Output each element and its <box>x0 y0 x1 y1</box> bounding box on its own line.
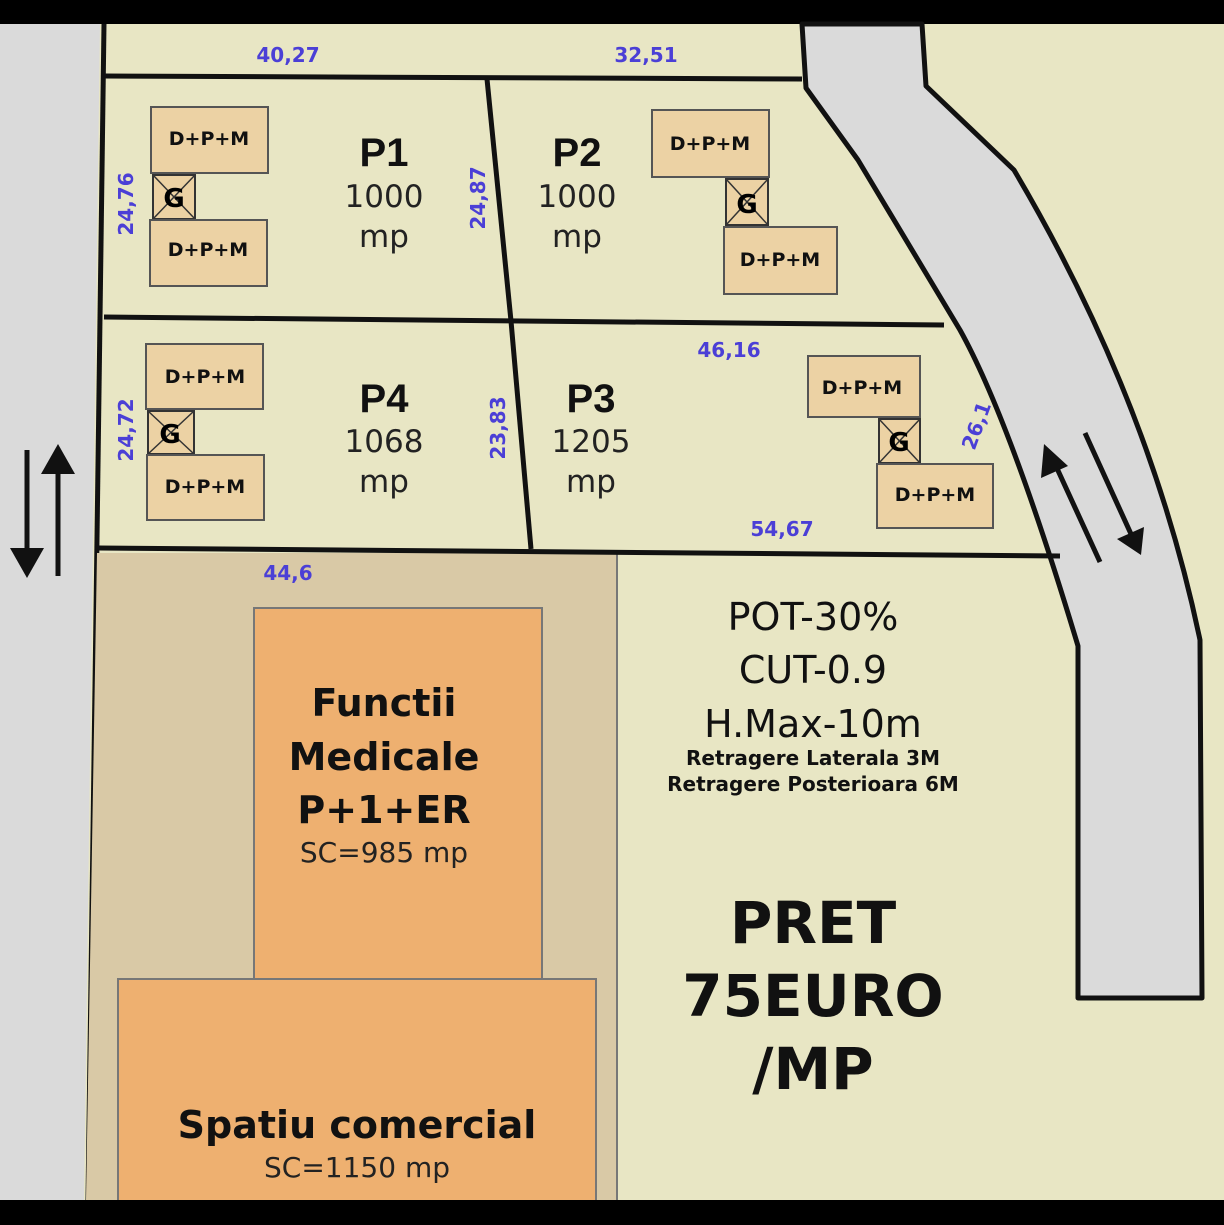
urban-regulations: POT-30% CUT-0.9 H.Max-10m Retragere Late… <box>667 595 959 796</box>
lot-area: 1068 <box>345 424 424 460</box>
garage-icon: G <box>152 174 196 220</box>
lot-area-unit: mp <box>359 464 409 500</box>
lot-name: P1 <box>360 131 409 175</box>
two-way-arrow-icon <box>10 444 75 578</box>
garage-icon: G <box>878 418 921 464</box>
lot-area-unit: mp <box>359 219 409 255</box>
building-label: Spatiu comercial <box>178 1103 537 1147</box>
cut-label: CUT-0.9 <box>739 648 887 692</box>
garage-icon: G <box>725 178 769 226</box>
house <box>651 109 770 178</box>
dimension-label: 44,6 <box>263 561 312 585</box>
lot-area: 1000 <box>538 179 617 215</box>
rear-setback-label: Retragere Posterioara 6M <box>667 772 959 796</box>
pot-label: POT-30% <box>728 595 899 639</box>
lot-boundaries <box>98 73 1061 559</box>
two-way-arrow-icon <box>1041 431 1144 564</box>
dimension-label: 24,76 <box>114 172 138 235</box>
house <box>807 355 921 418</box>
house <box>145 343 264 410</box>
house <box>876 463 994 529</box>
dimension-label: 54,67 <box>750 517 813 541</box>
house-label: D+P+M <box>822 377 902 399</box>
building-area: SC=1150 mp <box>264 1151 450 1184</box>
lot-area: 1000 <box>345 179 424 215</box>
dimension-label: 40,27 <box>256 43 319 67</box>
house-label: D+P+M <box>168 239 248 261</box>
building-label: Medicale <box>289 735 480 779</box>
price-block: PRET 75EURO /MP <box>682 889 943 1103</box>
price-unit: /MP <box>752 1035 873 1103</box>
building-area: SC=985 mp <box>300 836 468 869</box>
lateral-setback-label: Retragere Laterala 3M <box>686 746 940 770</box>
lot-label-p4: P4 1068 mp <box>345 377 424 500</box>
house <box>723 226 838 295</box>
lot-area-unit: mp <box>566 464 616 500</box>
house-group-p1: D+P+M G D+P+M <box>149 106 269 287</box>
commercial-building: Spatiu comercial SC=1150 mp <box>117 978 597 1205</box>
house-label: D+P+M <box>740 249 820 271</box>
svg-text:G: G <box>159 420 180 450</box>
svg-text:G: G <box>163 184 184 214</box>
house-label: D+P+M <box>895 484 975 506</box>
lot-area-unit: mp <box>552 219 602 255</box>
house <box>150 106 269 174</box>
lot-label-p3: P3 1205 mp <box>552 377 631 500</box>
dimension-label: 46,16 <box>697 338 760 362</box>
dimension-label: 24,87 <box>466 166 490 229</box>
left-road <box>0 24 100 1200</box>
house-group-p3: D+P+M G D+P+M <box>807 355 994 529</box>
house-label: D+P+M <box>169 128 249 150</box>
house-group-p4: D+P+M G D+P+M <box>145 343 265 521</box>
house <box>146 454 265 521</box>
hmax-label: H.Max-10m <box>704 702 922 746</box>
house-group-p2: D+P+M G D+P+M <box>651 109 838 295</box>
building-label: P+1+ER <box>297 788 470 832</box>
house-label: D+P+M <box>670 133 750 155</box>
medical-building: Functii Medicale P+1+ER SC=985 mp <box>253 607 543 981</box>
dimension-label: 24,72 <box>114 398 138 461</box>
svg-text:G: G <box>736 190 757 220</box>
right-road <box>799 21 1205 1001</box>
price-title: PRET <box>730 889 897 957</box>
house-label: D+P+M <box>165 366 245 388</box>
lot-area: 1205 <box>552 424 631 460</box>
lot-label-p1: P1 1000 mp <box>345 131 424 255</box>
dimension-label: 23,83 <box>486 396 510 459</box>
house <box>149 219 268 287</box>
house-label: D+P+M <box>165 476 245 498</box>
price-value: 75EURO <box>682 962 943 1030</box>
lot-name: P2 <box>553 131 602 175</box>
garage-icon: G <box>147 410 195 455</box>
lot-name: P4 <box>360 377 410 421</box>
lot-label-p2: P2 1000 mp <box>538 131 617 255</box>
svg-text:G: G <box>888 428 909 458</box>
dimension-label: 32,51 <box>614 43 677 67</box>
building-label: Functii <box>312 681 457 725</box>
lot-name: P3 <box>567 377 616 421</box>
